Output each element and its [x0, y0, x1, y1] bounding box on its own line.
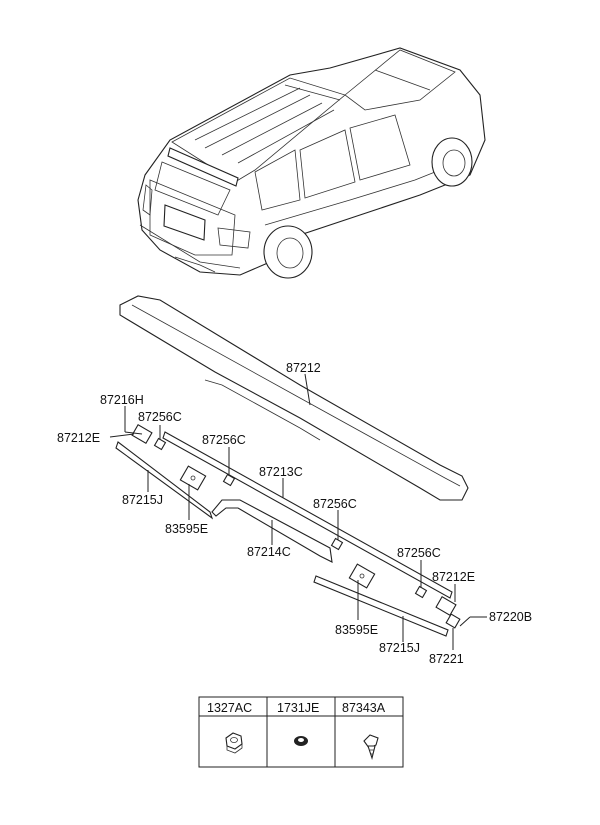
callout-83595e-left: 83595E — [165, 522, 208, 536]
table-header-1327ac: 1327AC — [207, 701, 252, 715]
fasteners-table: 1327AC 1731JE 87343A — [198, 696, 404, 768]
callout-87256c-b: 87256C — [202, 433, 246, 447]
callout-87212: 87212 — [286, 361, 321, 375]
callout-87214c: 87214C — [247, 545, 291, 559]
callout-87215j-left: 87215J — [122, 493, 163, 507]
vehicle-illustration — [137, 47, 486, 279]
callout-87256c-a: 87256C — [138, 410, 182, 424]
callout-87220b: 87220B — [489, 610, 532, 624]
callout-87215j-right: 87215J — [379, 641, 420, 655]
molding-87214c — [211, 499, 333, 563]
callout-87213c: 87213C — [259, 465, 303, 479]
callout-labels: 87212 87216H 87256C 87212E 87256C 87213C… — [57, 361, 532, 666]
pad-87256c-group — [153, 437, 428, 599]
clip-icon — [363, 734, 379, 760]
table-header-87343a: 87343A — [342, 701, 386, 715]
callout-83595e-right: 83595E — [335, 623, 378, 637]
callout-87256c-d: 87256C — [397, 546, 441, 560]
table-header-1731je: 1731JE — [277, 701, 319, 715]
pad-87221 — [445, 613, 461, 629]
nut-icon — [225, 732, 243, 754]
leader-lines — [109, 373, 487, 650]
callout-87212e-right: 87212E — [432, 570, 475, 584]
clip-83595e-group — [179, 465, 376, 589]
strip-87215j-right — [313, 575, 449, 637]
tape-87213c — [162, 431, 453, 599]
grommet-icon — [294, 736, 308, 746]
callout-87216h: 87216H — [100, 393, 144, 407]
strip-87215j-left — [115, 441, 214, 520]
callout-87221: 87221 — [429, 652, 464, 666]
rear-spoiler — [119, 295, 469, 501]
callout-87212e-left: 87212E — [57, 431, 100, 445]
callout-87256c-c: 87256C — [313, 497, 357, 511]
